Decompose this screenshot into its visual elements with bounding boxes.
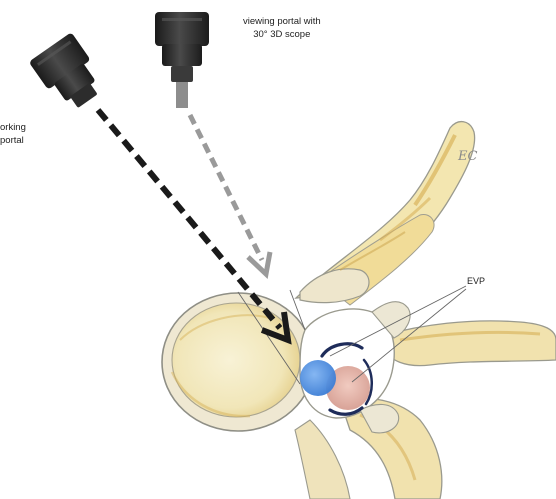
- camera-icon: [155, 12, 209, 108]
- camera-icon: [29, 32, 109, 116]
- working-portal-label-line1: orking: [0, 121, 26, 134]
- viewing-portal-label-line1: viewing portal with: [243, 15, 321, 28]
- viewing-portal-label: viewing portal with 30° 3D scope: [243, 15, 321, 41]
- evp-label: EVP: [467, 275, 485, 288]
- posterior-elements: [296, 122, 475, 305]
- viewing-portal-arrow: [190, 115, 270, 274]
- viewing-portal-label-line2: 30° 3D scope: [243, 28, 321, 41]
- scope-blue: [300, 360, 336, 396]
- ec-label: EC: [458, 150, 477, 163]
- working-portal-label-line2: portal: [0, 134, 26, 147]
- working-portal-label: orking portal: [0, 121, 26, 147]
- vertebral-body: [162, 293, 314, 431]
- transverse-process: [385, 321, 556, 366]
